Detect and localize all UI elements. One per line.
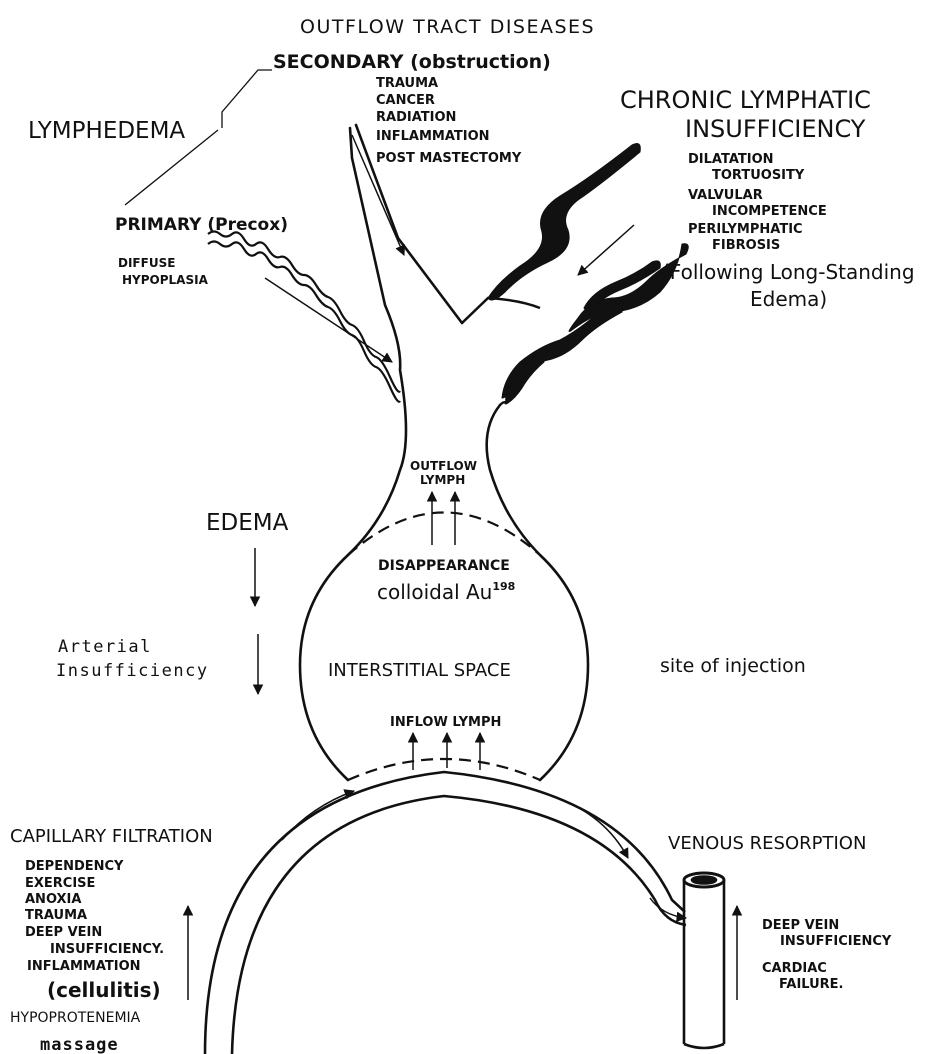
capillary-cause-4: DEEP VEIN <box>25 925 102 940</box>
venous-cause-0: DEEP VEIN <box>762 918 839 933</box>
outflow-lymph-1: OUTFLOW <box>410 459 477 473</box>
tortuous-vessel-2 <box>569 244 688 332</box>
capillary-cause-5: INSUFFICIENCY. <box>50 942 164 957</box>
tortuous-vessel-1 <box>488 144 640 300</box>
chronic-cause-0: DILATATION <box>688 152 774 167</box>
arch-inner <box>232 796 686 1054</box>
capillary-cause-1: EXERCISE <box>25 876 95 891</box>
venous-title: VENOUS RESORPTION <box>668 833 866 854</box>
interstitial-space-label: INTERSTITIAL SPACE <box>328 660 511 681</box>
right-branch-line-1 <box>488 298 540 308</box>
secondary-cause-4: POST MASTECTOMY <box>376 151 522 166</box>
capillary-cause-6: INFLAMMATION <box>27 959 141 974</box>
capillary-cause-3: TRAUMA <box>25 908 87 923</box>
chronic-cause-2: VALVULAR <box>688 188 763 203</box>
arch-outer <box>205 772 685 1054</box>
inflow-lymph-label: INFLOW LYMPH <box>390 715 501 730</box>
arterial-label-1: Arterial <box>58 637 152 657</box>
chronic-cause-1: TORTUOSITY <box>712 168 805 183</box>
chronic-note-1: (Following Long-Standing <box>662 260 915 284</box>
secondary-label: SECONDARY (obstruction) <box>273 51 551 73</box>
dashed-membranes <box>348 513 540 781</box>
vein-sides <box>684 880 724 1044</box>
lymphedema-label: LYMPHEDEMA <box>28 118 185 144</box>
primary-cause-0: DIFFUSE <box>118 256 175 270</box>
lower-dashed-membrane <box>348 759 540 780</box>
secondary-cause-0: TRAUMA <box>376 76 438 91</box>
arrow-chronic-flow <box>578 225 634 275</box>
secondary-cause-2: RADIATION <box>376 110 456 125</box>
tortuous-vessels <box>488 144 688 404</box>
chronic-cause-5: FIBROSIS <box>712 238 780 253</box>
primary-cause-1: HYPOPLASIA <box>122 273 209 287</box>
branch-notch <box>462 298 488 323</box>
capillary-arch <box>205 772 686 1054</box>
vein-top-lumen <box>692 877 716 884</box>
primary-wavy-vessels <box>208 232 400 402</box>
wavy-vessel-1 <box>208 232 400 392</box>
chronic-cause-4: PERILYMPHATIC <box>688 222 803 237</box>
chronic-title-2: INSUFFICIENCY <box>685 115 866 143</box>
vein-cylinder <box>684 873 724 1048</box>
chronic-title-1: CHRONIC LYMPHATIC <box>620 86 871 114</box>
capillary-cause-0: DEPENDENCY <box>25 859 124 874</box>
chronic-note-2: Edema) <box>750 287 827 311</box>
vein-bottom <box>684 1044 724 1048</box>
hypoproteinemia-label: HYPOPROTENEMIA <box>10 1010 141 1026</box>
secondary-cause-1: CANCER <box>376 93 435 108</box>
arrow-arch-right <box>555 797 628 858</box>
massage-label: massage <box>40 1035 119 1054</box>
wavy-vessel-2 <box>208 242 400 402</box>
outflow-title: OUTFLOW TRACT DISEASES <box>300 16 595 38</box>
capillary-cause-2: ANOXIA <box>25 892 81 907</box>
disappearance-label: DISAPPEARANCE <box>378 558 510 574</box>
chronic-cause-3: INCOMPETENCE <box>712 204 827 219</box>
capillary-title: CAPILLARY FILTRATION <box>10 826 213 847</box>
venous-cause-2: CARDIAC <box>762 961 827 976</box>
arrow-primary-flow <box>265 278 392 362</box>
edema-label: EDEMA <box>206 510 289 536</box>
secondary-cause-3: INFLAMMATION <box>376 129 490 144</box>
right-branch-line-2 <box>500 402 506 405</box>
primary-label: PRIMARY (Precox) <box>115 215 288 235</box>
arterial-label-2: Insufficiency <box>56 661 209 681</box>
cellulitis-label: (cellulitis) <box>47 978 161 1002</box>
trunk-left-contour <box>300 128 406 780</box>
colloidal-label: colloidal Au198 <box>377 580 515 604</box>
venous-cause-1: INSUFFICIENCY <box>780 934 892 949</box>
venous-cause-3: FAILURE. <box>779 977 844 992</box>
bracket-upper <box>222 70 272 128</box>
site-of-injection-label: site of injection <box>660 655 806 677</box>
outflow-lymph-2: LYMPH <box>420 473 465 487</box>
